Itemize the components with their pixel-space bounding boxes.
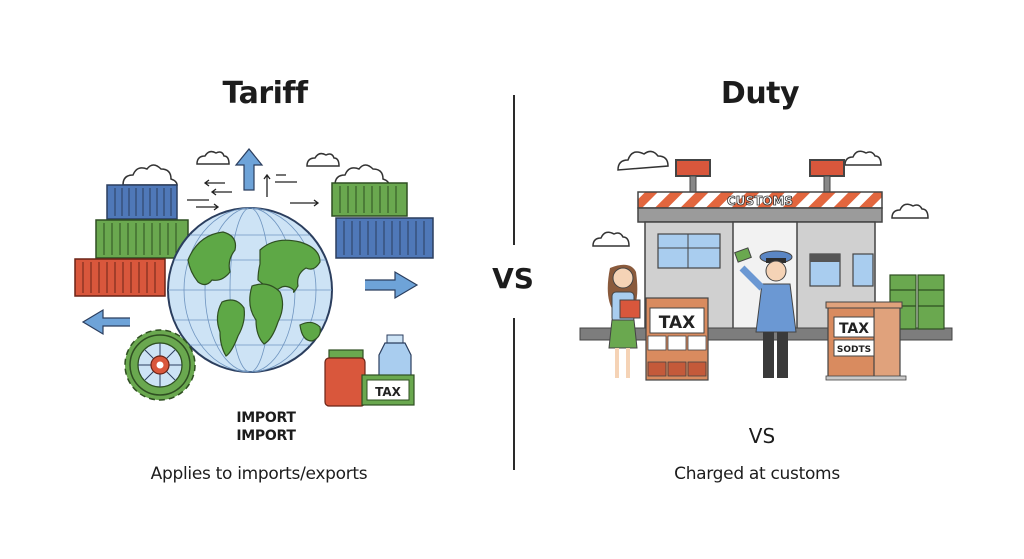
duty-caption: Charged at customs bbox=[674, 464, 840, 484]
small-arrows-icon bbox=[187, 173, 320, 211]
divider-bottom bbox=[513, 318, 515, 470]
svg-text:SODTS: SODTS bbox=[837, 345, 871, 355]
sign-right-icon bbox=[809, 159, 845, 193]
customs-sign-label: CUSTOMS bbox=[727, 194, 793, 208]
import-label-2: IMPORT bbox=[236, 428, 296, 444]
tax-tag-icon: TAX bbox=[361, 374, 415, 406]
gear-icon bbox=[124, 329, 196, 401]
shipping-container-red-icon bbox=[74, 258, 166, 297]
svg-text:TAX: TAX bbox=[659, 313, 696, 333]
duty-title: Duty bbox=[720, 76, 800, 111]
traveler-woman-icon bbox=[607, 264, 641, 378]
shipping-container-green-icon bbox=[95, 219, 189, 259]
shipping-container-blue-icon bbox=[106, 184, 178, 220]
shipping-container-blue-right-icon bbox=[335, 217, 434, 259]
cloud-icon bbox=[122, 150, 390, 186]
tariff-illustration: TAX bbox=[74, 148, 434, 407]
vs-label: VS bbox=[492, 262, 534, 295]
right-arrow-icon bbox=[365, 270, 419, 300]
bottle-icon bbox=[378, 334, 412, 381]
left-arrow-icon bbox=[81, 308, 130, 336]
divider-top bbox=[513, 95, 515, 245]
jar-icon bbox=[324, 349, 366, 407]
tax-box-left-icon: TAX bbox=[645, 297, 709, 381]
tax-tag-label: TAX bbox=[375, 385, 402, 399]
svg-text:TAX: TAX bbox=[839, 321, 869, 337]
tariff-caption: Applies to imports/exports bbox=[150, 464, 368, 484]
up-arrow-icon bbox=[234, 148, 264, 191]
shipping-container-green-right-icon bbox=[331, 182, 408, 217]
duty-illustration: CUSTOMS TAX bbox=[579, 150, 953, 381]
tax-box-right-icon: TAX SODTS bbox=[825, 301, 907, 381]
tariff-title: Tariff bbox=[222, 76, 308, 111]
customs-officer-icon bbox=[734, 247, 797, 378]
sign-left-icon bbox=[675, 159, 711, 193]
globe-icon bbox=[167, 207, 333, 373]
import-label-1: IMPORT bbox=[236, 410, 296, 426]
cloud-icon bbox=[592, 150, 929, 247]
duty-vs-label: VS bbox=[748, 424, 776, 448]
